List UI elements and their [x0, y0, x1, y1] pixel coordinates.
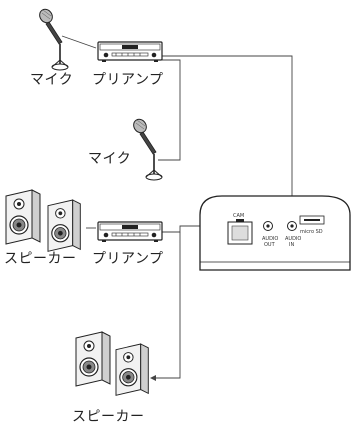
micro-sd-label: micro SD: [300, 229, 323, 235]
cable-preamp-top-to-audio-in: [162, 55, 293, 226]
cable-lines: [61, 35, 293, 379]
audio-in-jack: AUDIO IN: [285, 221, 301, 248]
audio-out-sub: OUT: [264, 242, 276, 248]
cam-label: CAM: [233, 213, 244, 219]
label-speaker-left: スピーカー: [4, 251, 77, 267]
micro-sd-slot: micro SD: [299, 215, 325, 235]
audio-out-jack: AUDIO OUT: [262, 221, 278, 248]
audio-out-label: AUDIO: [262, 236, 278, 242]
label-mic-mid: マイク: [88, 151, 132, 167]
cable-mic-mid-to-preamp: [158, 59, 181, 161]
speaker-left-pair: [5, 189, 81, 252]
speaker-bottom-pair: [75, 331, 149, 396]
label-mic-top: マイク: [30, 72, 74, 88]
cable-preamp-bottom-to-speaker: [152, 232, 181, 379]
label-preamp-bottom: プリアンプ: [92, 251, 164, 267]
preamp-bottom: [97, 221, 163, 243]
microphone-mid: [130, 116, 163, 181]
arrow-head: [150, 375, 156, 381]
camera-device: CAM AUDIO OUT AUDIO IN micro SD: [199, 195, 351, 271]
cable-mic-top-to-preamp: [61, 35, 97, 49]
microphone-top: [36, 6, 69, 71]
audio-in-sub: IN: [289, 242, 294, 248]
preamp-top: [97, 41, 163, 63]
cam-port: CAM: [227, 213, 253, 245]
label-speaker-bottom: スピーカー: [72, 409, 145, 425]
audio-in-label: AUDIO: [285, 236, 301, 242]
label-preamp-top: プリアンプ: [92, 72, 164, 88]
